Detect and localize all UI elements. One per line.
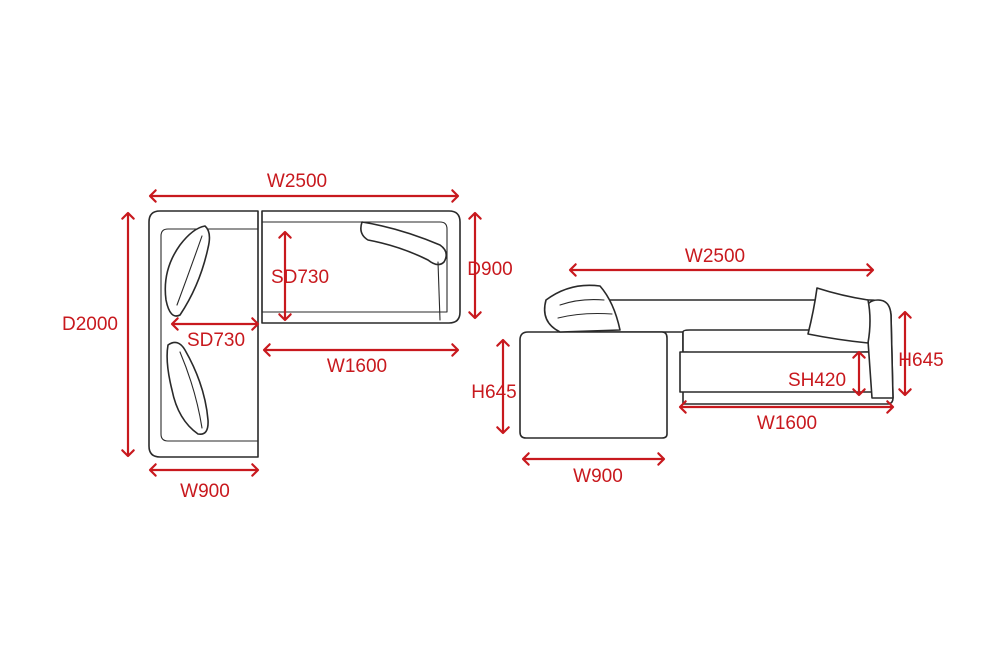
plan-view <box>148 210 461 458</box>
front-seat-height-arrow <box>852 350 866 397</box>
plan-left-width-arrow <box>148 463 260 477</box>
plan-right-depth-label: D900 <box>467 259 512 280</box>
plan-right-seat-depth-label: SD730 <box>271 267 329 288</box>
plan-right-seat <box>261 221 448 313</box>
plan-width-label: W2500 <box>267 171 327 192</box>
plan-cushion-top <box>164 225 211 317</box>
plan-cushion-bottom <box>166 341 209 436</box>
front-width-label: W2500 <box>685 246 745 267</box>
dimension-labels: W2500 D2000 D900 SD730 SD730 W1600 W900 … <box>62 171 944 502</box>
plan-right-width-arrow <box>262 343 460 357</box>
front-right-height-arrow <box>898 310 912 397</box>
plan-cushion-right <box>360 221 448 266</box>
plan-overall-width-arrow <box>148 189 460 203</box>
front-seat-height-label: SH420 <box>788 370 846 391</box>
front-left-width-label: W900 <box>573 466 623 487</box>
front-left-height-label: H645 <box>471 382 516 403</box>
front-right-width-label: W1600 <box>757 413 817 434</box>
front-right-width-arrow <box>678 400 895 414</box>
front-left-height-arrow <box>496 338 510 435</box>
front-view <box>519 284 894 439</box>
front-right-height-label: H645 <box>898 350 943 371</box>
front-back-cushion-left <box>543 284 621 333</box>
plan-right-depth-arrow <box>468 211 482 320</box>
plan-left-seat-depth-arrow <box>170 317 260 331</box>
front-left-module <box>519 331 668 439</box>
plan-left-width-label: W900 <box>180 481 230 502</box>
front-back-cushion-right <box>807 287 871 344</box>
plan-right-width-label: W1600 <box>327 356 387 377</box>
plan-left-seat-depth-label: SD730 <box>187 330 245 351</box>
plan-overall-depth-arrow <box>121 211 135 458</box>
dimension-annotations <box>121 189 912 477</box>
plan-left-seat <box>160 228 259 442</box>
plan-right-seat-depth-arrow <box>278 230 292 322</box>
plan-depth-label: D2000 <box>62 314 118 335</box>
plan-right-arm <box>437 261 441 321</box>
front-overall-width-arrow <box>568 263 875 277</box>
front-left-width-arrow <box>521 452 666 466</box>
